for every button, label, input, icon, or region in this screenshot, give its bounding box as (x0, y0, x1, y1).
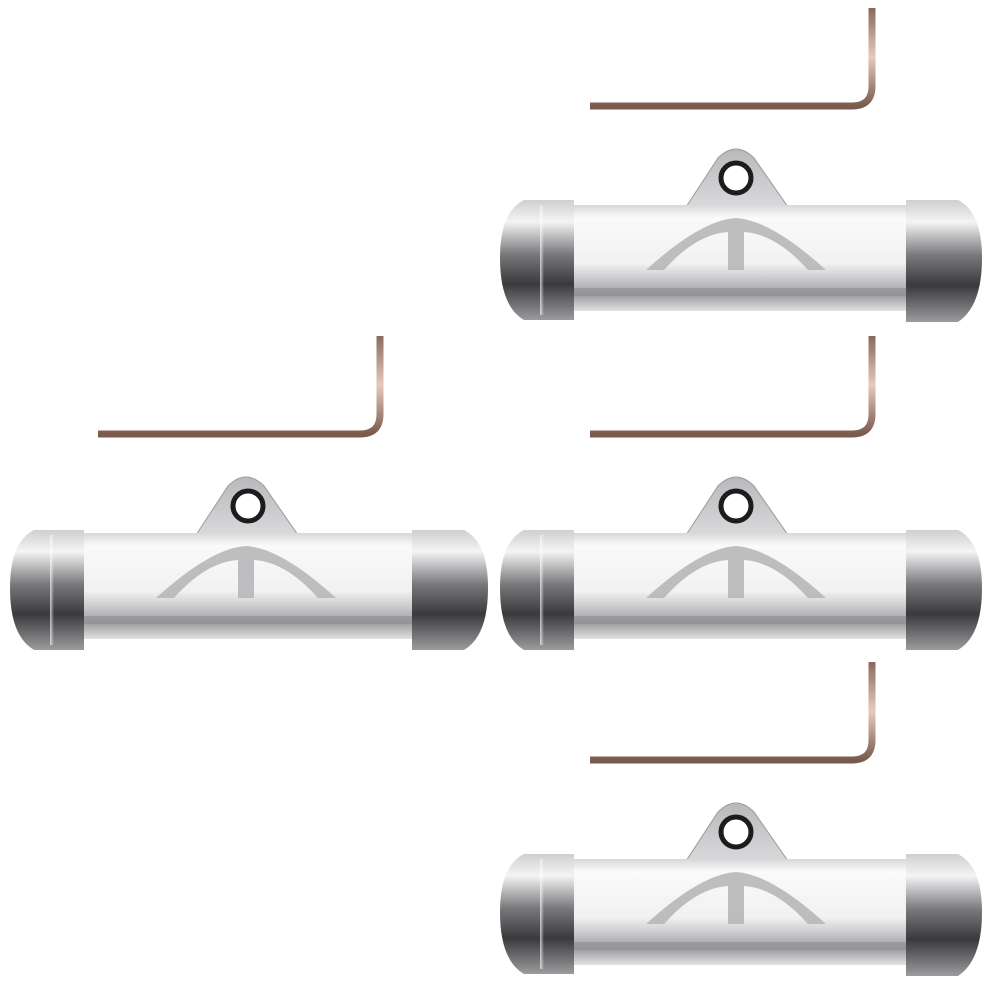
allen-key (590, 8, 876, 110)
allen-key (590, 662, 876, 764)
tax-disc-holder (500, 802, 982, 976)
tax-disc-holder (500, 148, 982, 322)
holder-unit-4 (496, 654, 986, 989)
holder-unit-3 (496, 328, 986, 663)
holder-unit-2 (6, 328, 496, 663)
allen-key (98, 336, 384, 438)
tax-disc-holder (10, 476, 488, 650)
tax-disc-holder (500, 476, 982, 650)
allen-key (590, 336, 876, 438)
holder-unit-1 (496, 0, 986, 335)
